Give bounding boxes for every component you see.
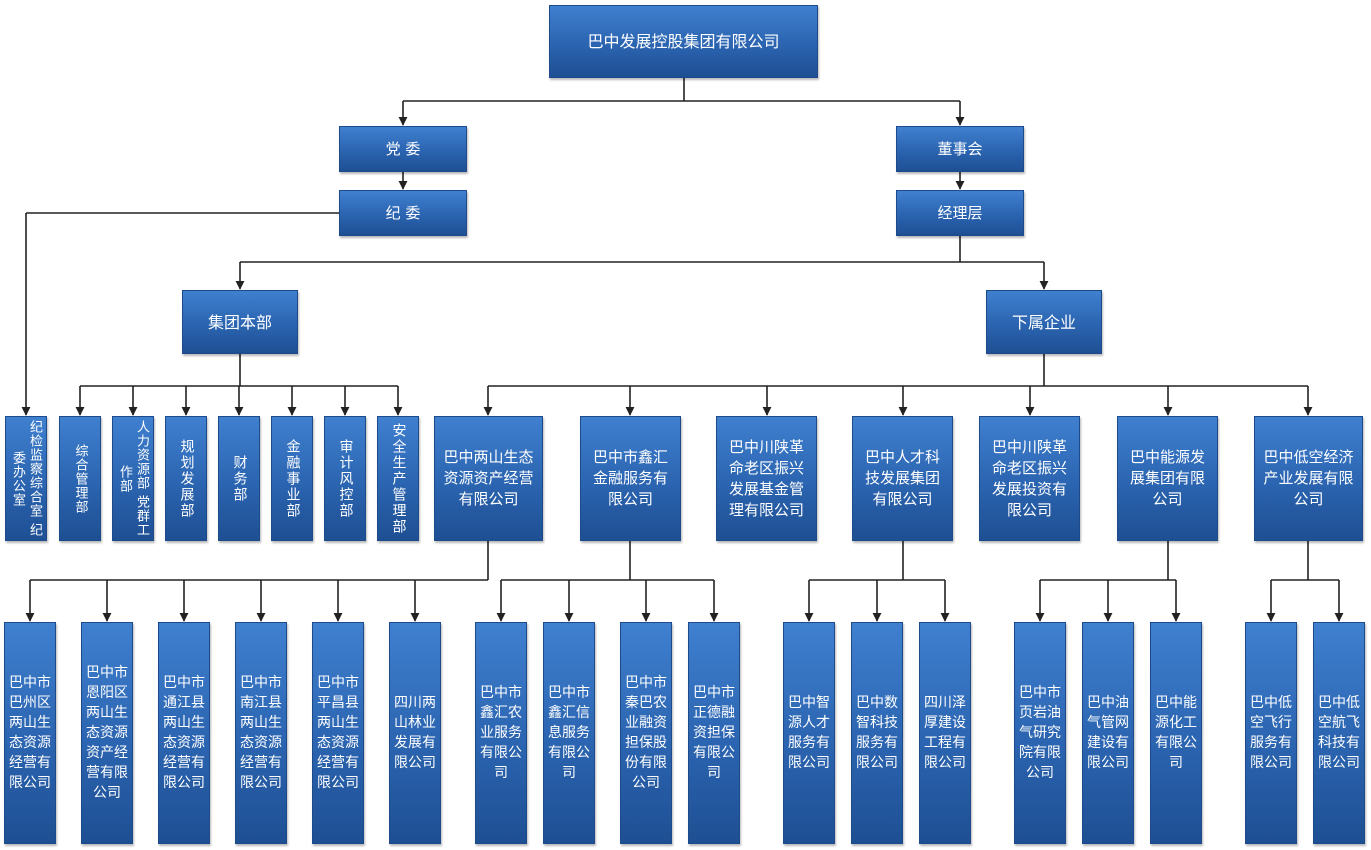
dept-label: 金融事业部 <box>284 438 301 519</box>
sub-label: 巴中市鑫汇农业服务有限公司 <box>480 685 522 781</box>
sub-xinhui-information: 巴中市鑫汇信息服务有限公司 <box>543 622 595 844</box>
board-node: 董事会 <box>896 126 1024 172</box>
enterprise-label: 巴中低空经济产业发展有限公司 <box>1263 448 1354 508</box>
sub-label: 巴中市平昌县两山生态资源经营有限公司 <box>317 675 359 791</box>
subsidiaries-label: 下属企业 <box>1011 312 1076 332</box>
sub-tongjiang-liangshan: 巴中市通江县两山生态资源经营有限公司 <box>158 622 210 844</box>
enterprise-label: 巴中市鑫汇金融服务有限公司 <box>592 448 668 508</box>
dept-label: 审计风控部 <box>337 438 354 519</box>
dept-planning: 规划发展部 <box>165 416 207 541</box>
discipline-committee-label: 纪 委 <box>385 203 421 222</box>
dept-general-management: 综合管理部 <box>59 416 101 541</box>
sub-bazhou-liangshan: 巴中市巴州区两山生态资源经营有限公司 <box>4 622 56 844</box>
dept-label: 人力资源部 党群工作部 <box>117 419 149 538</box>
dept-human-resources: 人力资源部 党群工作部 <box>112 416 154 541</box>
dept-label: 安全生产管理部 <box>390 422 407 535</box>
sub-enyang-liangshan: 巴中市恩阳区两山生态资源资产经营有限公司 <box>81 622 133 844</box>
sub-label: 巴中数智科技服务有限公司 <box>856 695 898 771</box>
sub-label: 巴中市页岩油气研究院有限公司 <box>1019 685 1061 781</box>
board-label: 董事会 <box>937 139 983 158</box>
dept-label: 财务部 <box>231 454 248 503</box>
enterprise-investment: 巴中川陕革命老区振兴发展投资有限公司 <box>979 416 1080 541</box>
dept-label: 综合管理部 <box>72 443 88 514</box>
enterprise-fund-management: 巴中川陕革命老区振兴发展基金管理有限公司 <box>716 416 817 541</box>
sub-zhiyuan-talent: 巴中智源人才服务有限公司 <box>783 622 835 844</box>
sub-label: 巴中市巴州区两山生态资源经营有限公司 <box>9 675 51 791</box>
sub-label: 四川泽厚建设工程有限公司 <box>924 695 966 771</box>
sub-label: 巴中市正德融资担保有限公司 <box>693 685 735 781</box>
dept-label: 纪检监察综合室 纪委办公室 <box>10 419 42 538</box>
enterprise-label: 巴中两山生态资源资产经营有限公司 <box>443 448 534 508</box>
sub-zhengde-guarantee: 巴中市正德融资担保有限公司 <box>688 622 740 844</box>
enterprise-label: 巴中川陕革命老区振兴发展基金管理有限公司 <box>728 437 804 519</box>
dept-audit-risk: 审计风控部 <box>324 416 366 541</box>
sub-label: 四川两山林业发展有限公司 <box>394 695 436 771</box>
subsidiaries-node: 下属企业 <box>986 290 1102 354</box>
sub-label: 巴中智源人才服务有限公司 <box>788 695 830 771</box>
root-label: 巴中发展控股集团有限公司 <box>587 32 780 51</box>
enterprise-label: 巴中人才科技发展集团有限公司 <box>864 448 940 508</box>
sub-nanjiang-liangshan: 巴中市南江县两山生态资源经营有限公司 <box>235 622 287 844</box>
sub-label: 巴中市秦巴农业融资担保股份有限公司 <box>625 675 667 791</box>
dept-safety-production: 安全生产管理部 <box>377 416 419 541</box>
sub-shuzhi-tech: 巴中数智科技服务有限公司 <box>851 622 903 844</box>
enterprise-talent-tech: 巴中人才科技发展集团有限公司 <box>852 416 953 541</box>
sub-label: 巴中低空航飞科技有限公司 <box>1318 695 1360 771</box>
dept-discipline-office: 纪检监察综合室 纪委办公室 <box>5 416 47 541</box>
sub-qinba-guarantee: 巴中市秦巴农业融资担保股份有限公司 <box>620 622 672 844</box>
sub-label: 巴中油气管网建设有限公司 <box>1087 695 1129 771</box>
dept-financial-business: 金融事业部 <box>271 416 313 541</box>
enterprise-low-altitude: 巴中低空经济产业发展有限公司 <box>1254 416 1363 541</box>
dept-finance: 财务部 <box>218 416 260 541</box>
sub-label: 巴中市鑫汇信息服务有限公司 <box>548 685 590 781</box>
management-label: 经理层 <box>937 203 983 222</box>
sub-zehou-construction: 四川泽厚建设工程有限公司 <box>919 622 971 844</box>
sub-low-altitude-flight: 巴中低空飞行服务有限公司 <box>1245 622 1297 844</box>
dept-label: 规划发展部 <box>178 438 195 519</box>
enterprise-label: 巴中川陕革命老区振兴发展投资有限公司 <box>991 437 1067 519</box>
sub-low-altitude-tech: 巴中低空航飞科技有限公司 <box>1313 622 1365 844</box>
sub-label: 巴中能源化工有限公司 <box>1155 695 1197 771</box>
party-committee-node: 党 委 <box>339 126 467 172</box>
sub-shale-research: 巴中市页岩油气研究院有限公司 <box>1014 622 1066 844</box>
sub-label: 巴中市南江县两山生态资源经营有限公司 <box>240 675 282 791</box>
sub-pingchang-liangshan: 巴中市平昌县两山生态资源经营有限公司 <box>312 622 364 844</box>
sub-pipeline-construction: 巴中油气管网建设有限公司 <box>1082 622 1134 844</box>
sub-label: 巴中市通江县两山生态资源经营有限公司 <box>163 675 205 791</box>
enterprise-liangshan: 巴中两山生态资源资产经营有限公司 <box>434 416 543 541</box>
party-committee-label: 党 委 <box>385 139 421 158</box>
enterprise-energy: 巴中能源发展集团有限公司 <box>1117 416 1218 541</box>
root-node: 巴中发展控股集团有限公司 <box>549 5 818 78</box>
sub-energy-chemical: 巴中能源化工有限公司 <box>1150 622 1202 844</box>
discipline-committee-node: 纪 委 <box>339 190 467 236</box>
enterprise-xinhui: 巴中市鑫汇金融服务有限公司 <box>580 416 681 541</box>
sub-label: 巴中低空飞行服务有限公司 <box>1250 695 1292 771</box>
hq-label: 集团本部 <box>207 312 272 332</box>
sub-xinhui-agriculture: 巴中市鑫汇农业服务有限公司 <box>475 622 527 844</box>
sub-label: 巴中市恩阳区两山生态资源资产经营有限公司 <box>86 665 128 801</box>
sub-sichuan-forestry: 四川两山林业发展有限公司 <box>389 622 441 844</box>
hq-node: 集团本部 <box>182 290 298 354</box>
management-node: 经理层 <box>896 190 1024 236</box>
enterprise-label: 巴中能源发展集团有限公司 <box>1129 448 1205 508</box>
